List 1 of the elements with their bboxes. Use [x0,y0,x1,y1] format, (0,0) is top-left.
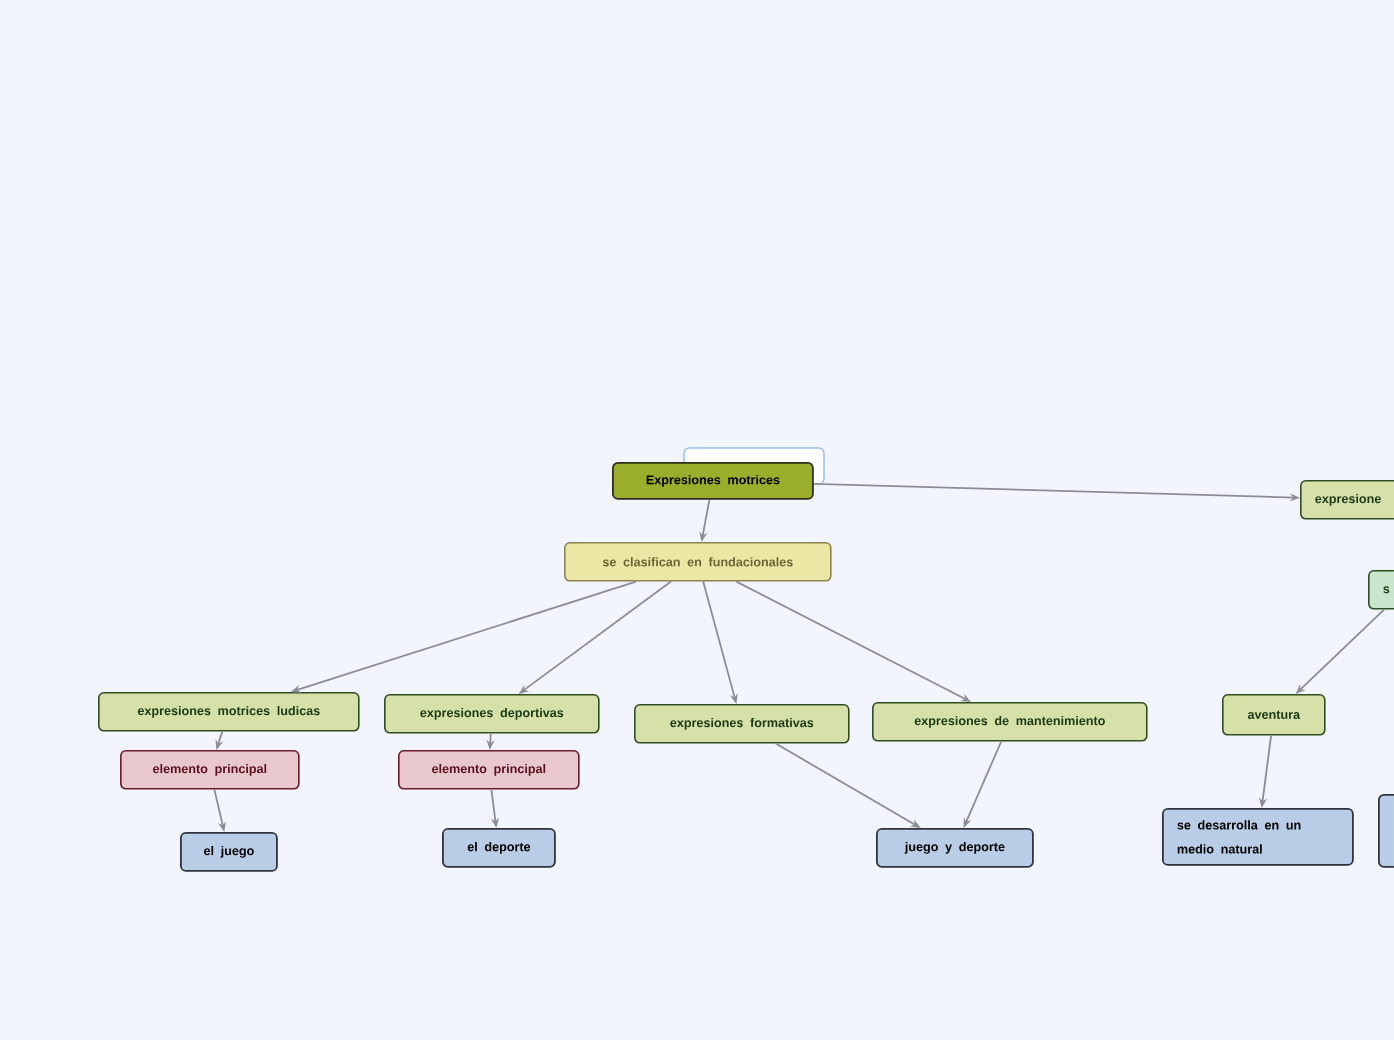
topic-box [1378,794,1394,868]
